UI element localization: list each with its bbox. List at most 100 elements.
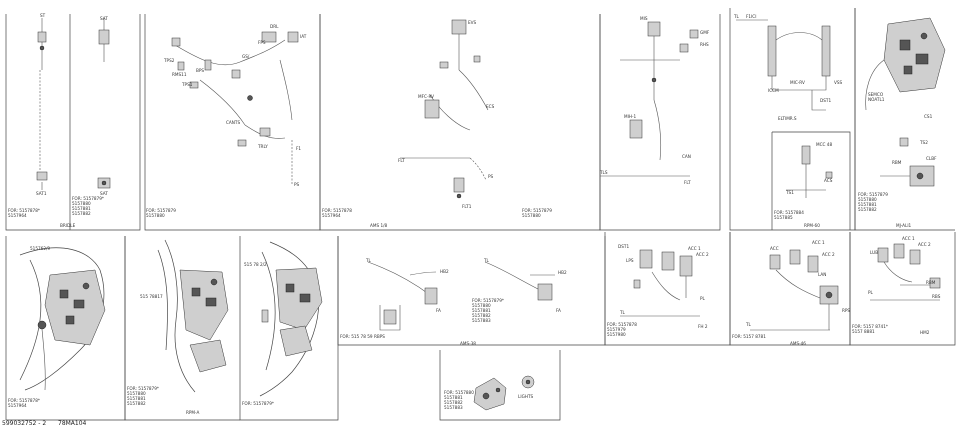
panel-1-caption: BRIDLE bbox=[60, 223, 76, 228]
panel-15-label-1: ACC 1 bbox=[688, 246, 701, 251]
panel-5-label-3: GMF bbox=[700, 30, 710, 35]
panel-9-ref-1: FOR: 5157878* bbox=[8, 398, 40, 403]
panel-8-caption: MJ-ALI1 bbox=[896, 223, 912, 228]
panel-5-label-4: TLS bbox=[599, 170, 608, 175]
panel-8-diagram bbox=[865, 17, 946, 187]
panel-16-label-3: LAN bbox=[818, 272, 826, 277]
panel-1-label-a: SAT1 bbox=[36, 191, 47, 196]
panel-10-ref-4: 5157882 bbox=[127, 401, 146, 406]
panel-3-label-0: TPS2 bbox=[163, 58, 175, 63]
svg-text:ST: ST bbox=[40, 13, 46, 18]
panel-4-label-4: PS bbox=[488, 174, 494, 179]
panel-7-ref-2: 5157885 bbox=[774, 215, 793, 220]
panel-14-caption: LIGHTS bbox=[518, 394, 534, 399]
panel-8-label-1: NOATL1 bbox=[868, 97, 885, 102]
panel-6-label-0: TL bbox=[733, 14, 740, 19]
panel-3-label-5: DRL bbox=[270, 24, 279, 29]
panel-5-label-5: CAN bbox=[682, 154, 691, 159]
panel-7-label-2: ACS bbox=[824, 178, 833, 183]
panel-3-label-1: RMS11 bbox=[172, 72, 187, 77]
panel-3-ref-1: FOR: 5157879 bbox=[146, 208, 176, 213]
doc-number: 599032752 - 2 bbox=[2, 420, 46, 427]
panel-3-label-8: CANTS bbox=[226, 120, 240, 125]
panel-8-label-5: CLBF bbox=[926, 156, 937, 161]
panel-2-ref-2: 5157880 bbox=[72, 201, 91, 206]
panel-15-ref-1: FOR: 5157878 bbox=[607, 322, 637, 327]
panel-4-label-3: FLT bbox=[398, 158, 405, 163]
panel-3-label-9: TRLY bbox=[257, 144, 268, 149]
panel-13-ref-5: 5157883 bbox=[472, 318, 491, 323]
panel-5-label-1: RHS bbox=[700, 42, 709, 47]
panel-17-label-0: LUB bbox=[870, 250, 878, 255]
svg-text:SAT: SAT bbox=[100, 16, 108, 21]
panel-4-label-5: FLT1 bbox=[462, 204, 472, 209]
panel-8-ref-4: 5157882 bbox=[858, 207, 877, 212]
panel-15-label-5: TL bbox=[619, 310, 626, 315]
panel-8-label-3: TS2 bbox=[919, 140, 928, 145]
panel-14-diagram bbox=[473, 375, 535, 411]
panel-4-label-1: EVS bbox=[468, 20, 477, 25]
panel-5-ref-2: 5157880 bbox=[522, 213, 541, 218]
panel-5-diagram bbox=[600, 21, 699, 177]
panel-10-ref-2: 5157880 bbox=[127, 391, 146, 396]
panel-1-ref-1: FOR: 5157878* bbox=[8, 208, 40, 213]
panel-13-ref-1: FOR: 5157879* bbox=[472, 298, 504, 303]
panel-11-ref-1: FOR: 5157879* bbox=[242, 401, 274, 406]
panel-16-label-2: ACC 2 bbox=[822, 252, 835, 257]
panel-17-label-5: PL bbox=[868, 290, 874, 295]
panel-3-label-3: BPS bbox=[196, 68, 204, 73]
panel-8-label-2: CS1 bbox=[924, 114, 933, 119]
panel-12-caption: AMS-38 bbox=[460, 341, 476, 346]
panel-8-label-4: RBM bbox=[892, 160, 902, 165]
panel-13-label-1: HB2 bbox=[558, 270, 567, 275]
panel-7-label-0: MCC 48 bbox=[816, 142, 832, 147]
panel-13-ref-3: 5157881 bbox=[472, 308, 491, 313]
panel-6-label-1: F1ICI bbox=[746, 14, 756, 19]
panel-5-label-6: FLT bbox=[684, 180, 691, 185]
panel-15-diagram bbox=[620, 249, 700, 317]
panel-3-label-10: F1 bbox=[296, 146, 301, 151]
panel-4-ref-2: 5157964 bbox=[322, 213, 341, 218]
panel-13-label-2: FA bbox=[556, 308, 561, 313]
panel-7-caption: RPM-60 bbox=[804, 223, 820, 228]
panel-13-diagram bbox=[484, 261, 555, 301]
panel-3-label-11: PS bbox=[294, 182, 300, 187]
panel-8-ref-3: 5157881 bbox=[858, 202, 877, 207]
panel-10-diagram bbox=[157, 239, 229, 393]
panel-12-label-2: RBPS bbox=[374, 334, 385, 339]
panel-16-caption: AMS-46 bbox=[790, 341, 806, 346]
panel-8-ref-1: FOR: 5157879 bbox=[858, 192, 888, 197]
panel-17-label-6: HM2 bbox=[920, 330, 930, 335]
panel-2-label-a: SAT bbox=[100, 191, 108, 196]
panel-13-ref-4: 5157882 bbox=[472, 313, 491, 318]
panel-14-ref-2: 5157881 bbox=[444, 395, 463, 400]
panel-4-label-0: MFC-RV bbox=[418, 94, 434, 99]
panel-17-label-4: RBS bbox=[932, 294, 941, 299]
panel-9-ref-2: 5157964 bbox=[8, 403, 27, 408]
panel-15-label-6: FH 2 bbox=[698, 324, 708, 329]
panel-1-diagram: ST bbox=[36, 13, 48, 190]
panel-2-ref-4: 5157882 bbox=[72, 211, 91, 216]
panel-12-diagram bbox=[367, 261, 438, 331]
panel-12-label-3: FA bbox=[436, 308, 441, 313]
panel-15-label-2: ACC 2 bbox=[696, 252, 709, 257]
panel-16-label-0: ACC bbox=[770, 246, 779, 251]
panel-2-ref-3: 5157881 bbox=[72, 206, 91, 211]
panel-6-label-4: ICCM bbox=[768, 88, 779, 93]
panel-16-ref-1: FOR: 5157 8781 bbox=[732, 334, 766, 339]
panel-4-caption: AMS 1/8 bbox=[370, 223, 388, 228]
panel-6-label-5: DST1 bbox=[820, 98, 831, 103]
panel-16-label-5: TL bbox=[745, 322, 752, 327]
panel-3-ref-2: 5157880 bbox=[146, 213, 165, 218]
doc-ref: 78MA104 bbox=[58, 420, 87, 427]
panel-8-ref-2: 5157880 bbox=[858, 197, 877, 202]
panel-17-label-2: ACC 2 bbox=[918, 242, 931, 247]
panel-13-label-0: TL bbox=[483, 258, 490, 263]
panel-17-diagram bbox=[870, 243, 941, 301]
panel-2-diagram: SAT bbox=[97, 16, 111, 189]
panel-15-label-0: DST1 bbox=[618, 244, 629, 249]
panel-11-diagram bbox=[259, 241, 323, 397]
panel-borders bbox=[5, 8, 956, 421]
panel-7-ref-1: FOR: 5157884 bbox=[774, 210, 804, 215]
